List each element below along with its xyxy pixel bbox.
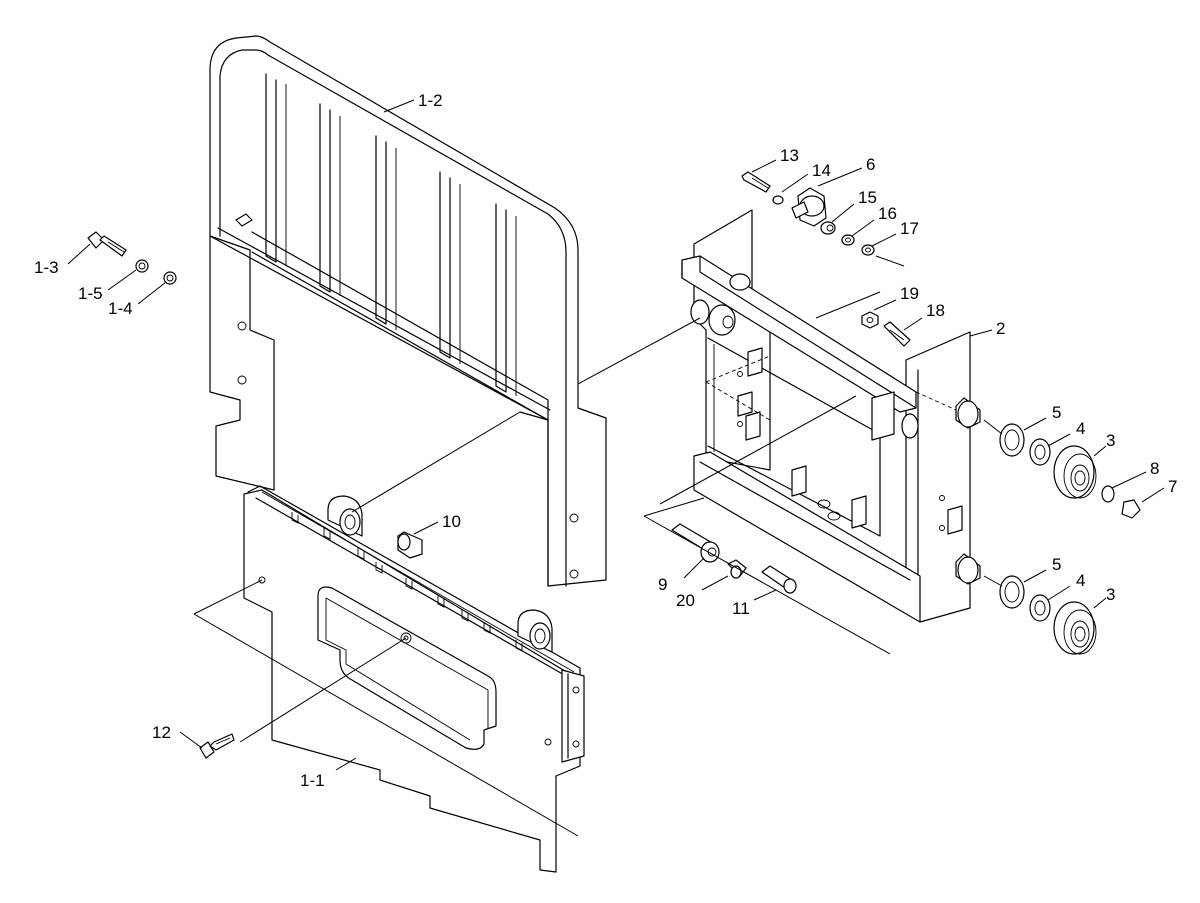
load-backrest-part-1-2	[209, 35, 607, 587]
bushing-part-15	[820, 221, 836, 235]
pivot-block-part-6	[791, 187, 827, 227]
callout-4-lower: 4	[1076, 571, 1085, 590]
callout-15: 15	[858, 188, 877, 207]
callout-1-2: 1-2	[418, 91, 443, 110]
callout-18: 18	[926, 301, 945, 320]
callout-4-upper: 4	[1076, 419, 1085, 438]
washer-part-16	[841, 234, 855, 246]
callout-1-5: 1-5	[78, 284, 103, 303]
bearing-part-3-upper	[1053, 445, 1097, 499]
projection-lines	[193, 255, 1003, 837]
callout-9: 9	[658, 575, 667, 594]
pin-part-10	[397, 531, 423, 559]
bolt-part-12	[199, 733, 235, 759]
callout-1-3: 1-3	[34, 258, 59, 277]
callout-10: 10	[442, 512, 461, 531]
washer-part-5-upper	[999, 423, 1025, 457]
callout-12: 12	[152, 723, 171, 742]
callout-6: 6	[866, 155, 875, 174]
washer-part-14	[772, 195, 784, 205]
callout-14: 14	[812, 161, 831, 180]
cap-part-7	[1121, 499, 1141, 519]
pin-part-8	[1101, 485, 1115, 503]
washer-part-5-lower	[999, 575, 1025, 609]
callout-2: 2	[996, 319, 1005, 338]
bolt-part-13	[741, 171, 771, 193]
callout-19: 19	[900, 284, 919, 303]
pin-part-9	[671, 523, 720, 563]
washer-part-17	[861, 244, 875, 256]
carriage-frame-part-2	[681, 209, 981, 623]
bearing-part-3-lower	[1053, 601, 1097, 655]
callout-7: 7	[1168, 477, 1177, 496]
callout-11: 11	[732, 599, 750, 618]
washer-part-4-upper	[1029, 438, 1051, 466]
washer-part-1-5	[135, 259, 149, 273]
callout-1-1: 1-1	[300, 771, 325, 790]
callout-17: 17	[900, 219, 919, 238]
bolt-part-11	[761, 565, 797, 594]
callout-leaders	[67, 99, 1165, 771]
callout-5-lower: 5	[1052, 555, 1061, 574]
bolt-part-1-3	[87, 231, 127, 257]
callout-16: 16	[878, 204, 897, 223]
stud-part-18	[883, 321, 911, 347]
callout-labels: 1-2 1-3 1-5 1-4 10 12 1-1 13 14 6 15 16 …	[34, 91, 1177, 790]
callout-20: 20	[676, 591, 695, 610]
callout-1-4: 1-4	[108, 299, 133, 318]
callout-5-upper: 5	[1052, 403, 1061, 422]
callout-3-lower: 3	[1106, 585, 1115, 604]
washer-part-1-4	[163, 271, 177, 285]
callout-8: 8	[1150, 459, 1159, 478]
screw-part-20	[727, 559, 747, 579]
washer-part-4-lower	[1029, 594, 1051, 622]
callout-3-upper: 3	[1106, 431, 1115, 450]
nut-part-19	[861, 311, 879, 329]
lower-frame-plate-part-1-1	[243, 485, 585, 873]
callout-13: 13	[780, 146, 799, 165]
